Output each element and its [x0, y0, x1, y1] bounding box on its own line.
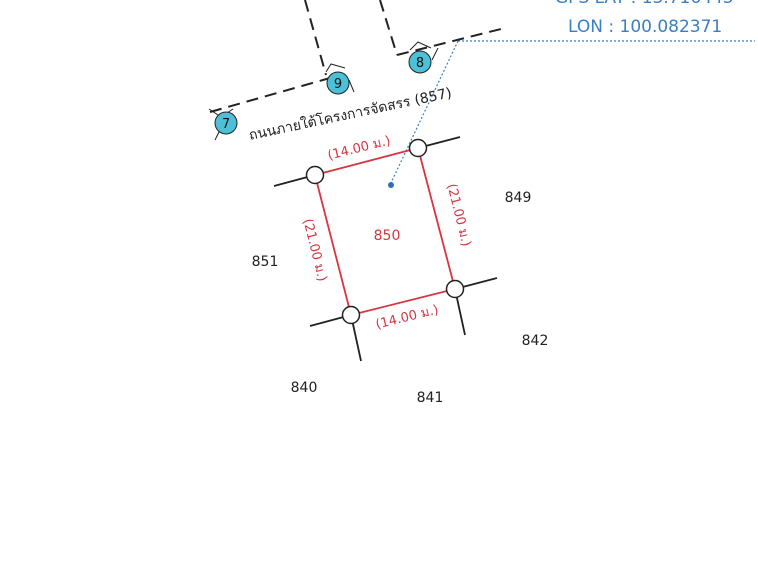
corner-peg [341, 305, 361, 325]
corner-peg [305, 165, 325, 185]
road-marker-label: 9 [334, 77, 342, 92]
neighbor-plot-number: 840 [291, 380, 318, 396]
road-marker-8: 8 [408, 41, 439, 74]
neighbor-plot-number: 851 [252, 254, 279, 270]
plot-right-dimension: (21.00 ม.) [443, 182, 473, 248]
plot-left-dimension: (21.00 ม.) [299, 217, 329, 283]
road-marker-9: 9 [325, 63, 355, 95]
gps-leader-diagonal [389, 40, 459, 186]
corner-peg [408, 138, 428, 158]
road-marker-label: 8 [416, 56, 424, 71]
neighbor-plot-number: 842 [522, 333, 549, 349]
neighbor-plots: 849 851 842 840 841 [252, 190, 549, 406]
gps-latitude: GPS LAT : 13.716445 [555, 0, 734, 8]
corner-peg [445, 279, 465, 299]
road-boundaries [209, 0, 506, 113]
plot-top-dimension: (14.00 ม.) [326, 134, 392, 164]
neighbor-plot-number: 841 [417, 390, 444, 406]
plot-number: 850 [374, 228, 401, 244]
road-marker-7: 7 [208, 108, 238, 141]
road-marker-label: 7 [222, 117, 230, 132]
gps-point [388, 182, 394, 188]
road-label: ถนนภายใต้โครงการจัดสรร (857) [247, 84, 453, 144]
neighbor-plot-number: 849 [505, 190, 532, 206]
corner-pegs [305, 138, 465, 325]
gps-longitude: LON : 100.082371 [568, 17, 723, 37]
